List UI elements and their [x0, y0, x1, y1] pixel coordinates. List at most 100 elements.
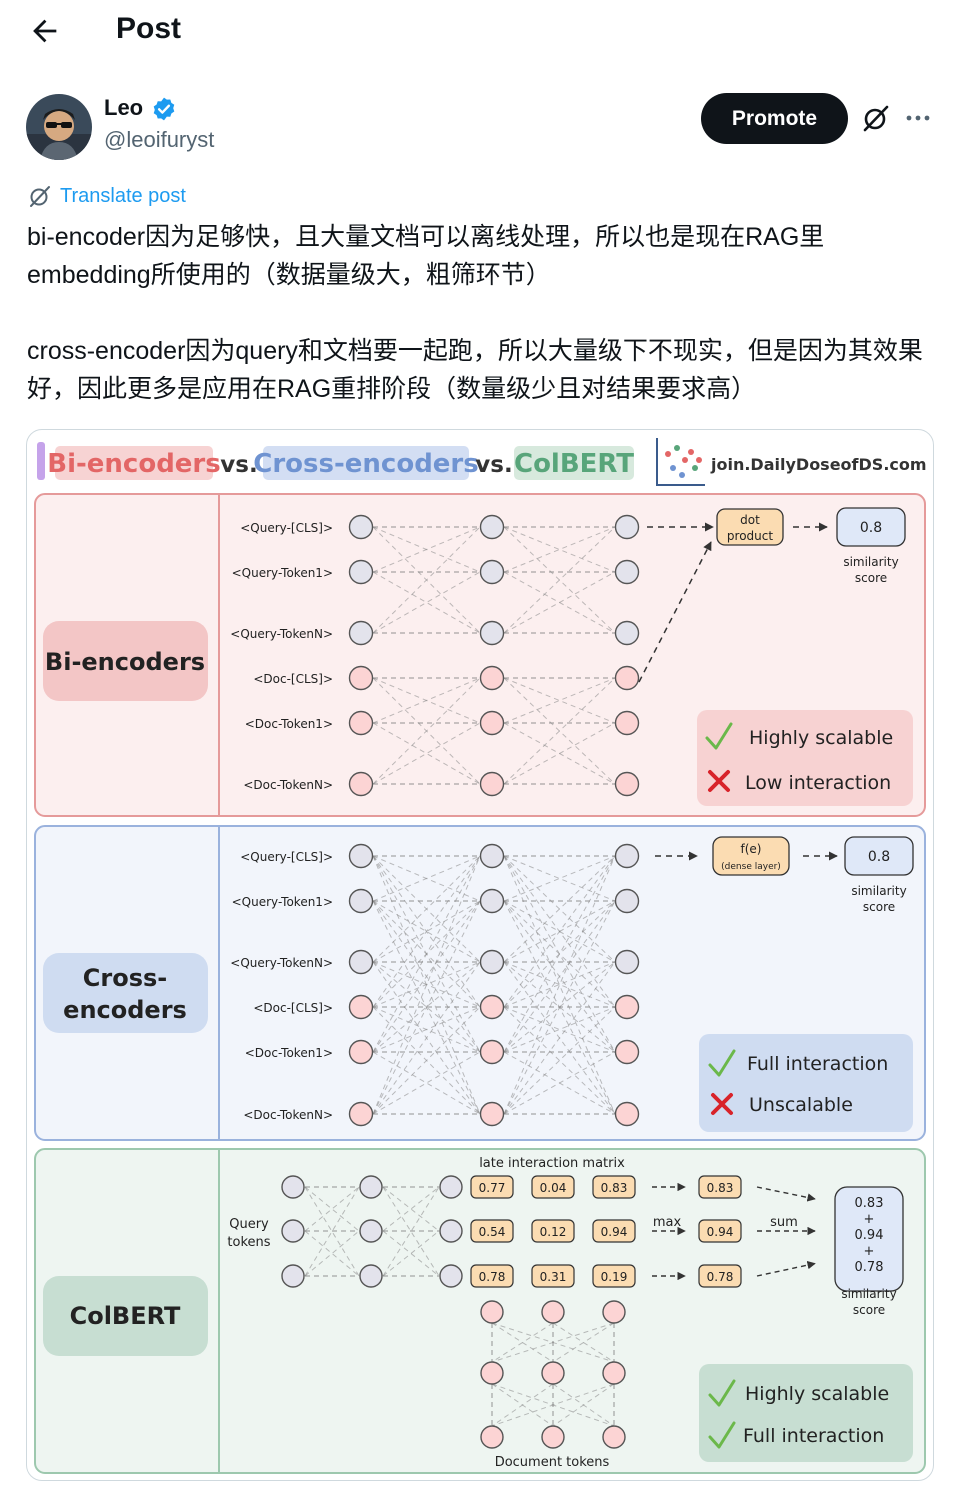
comparison-infographic: Bi-encoders vs. Cross-encoders vs. ColBE…	[27, 430, 933, 1480]
max-label: max	[653, 1215, 682, 1230]
title-vs-2: vs.	[475, 452, 512, 478]
avatar[interactable]	[26, 94, 92, 160]
author-handle[interactable]: @leoifuryst	[104, 127, 214, 153]
site-url: join.DailyDoseofDS.com	[710, 455, 927, 474]
token-node	[350, 622, 373, 645]
document-token-node	[481, 1426, 503, 1448]
token-node	[350, 516, 373, 539]
translate-post-link[interactable]: Translate post	[28, 184, 186, 208]
title-vs-1: vs.	[220, 452, 257, 478]
similarity-score-value: 0.8	[868, 849, 890, 865]
query-token-node	[440, 1220, 462, 1242]
document-token-node	[603, 1362, 625, 1384]
bi-token-label: <Doc-TokenN>	[243, 778, 333, 792]
cross-encoders-label-line1: Cross-	[83, 964, 167, 992]
query-tokens-label: tokens	[227, 1235, 270, 1250]
token-node	[481, 996, 504, 1019]
arrow-left-icon[interactable]	[28, 14, 62, 48]
translate-icon	[28, 184, 52, 208]
token-node	[481, 1103, 504, 1126]
max-cell-value: 0.94	[707, 1225, 734, 1239]
bi-token-label: <Query-Token1>	[232, 566, 333, 580]
author-name[interactable]: Leo	[104, 95, 143, 121]
document-token-node	[603, 1301, 625, 1323]
token-node	[616, 773, 639, 796]
document-token-node	[542, 1301, 564, 1323]
token-node	[481, 773, 504, 796]
cross-token-label: <Doc-Token1>	[245, 1046, 333, 1060]
token-node	[616, 996, 639, 1019]
bi-encoders-label: Bi-encoders	[45, 648, 205, 676]
sum-term: +	[864, 1244, 875, 1259]
query-token-node	[440, 1265, 462, 1287]
token-node	[616, 845, 639, 868]
token-node	[350, 773, 373, 796]
matrix-cell-value: 0.77	[479, 1181, 506, 1195]
sum-term: +	[864, 1212, 875, 1227]
title-accent-bar	[37, 442, 45, 480]
title-cross-encoders: Cross-encoders	[253, 449, 478, 479]
sum-term: 0.83	[855, 1196, 884, 1211]
max-cell-value: 0.83	[707, 1181, 734, 1195]
cross-token-label: <Doc-TokenN>	[243, 1108, 333, 1122]
matrix-cell-value: 0.78	[479, 1270, 506, 1284]
token-node	[616, 516, 639, 539]
token-node	[481, 1041, 504, 1064]
token-node	[350, 845, 373, 868]
token-node	[350, 1041, 373, 1064]
cross-token-label: <Query-TokenN>	[230, 956, 333, 970]
bi-token-label: <Doc-[CLS]>	[253, 672, 333, 686]
token-node	[350, 1103, 373, 1126]
colbert-pro-2: Full interaction	[743, 1425, 884, 1447]
translate-label: Translate post	[60, 185, 186, 208]
sum-term: 0.78	[855, 1260, 884, 1275]
verified-badge-icon	[151, 96, 177, 122]
title-colbert: ColBERT	[514, 449, 634, 479]
matrix-cell-value: 0.83	[601, 1181, 628, 1195]
query-tokens-label: Query	[229, 1217, 269, 1232]
matrix-cell-value: 0.31	[540, 1270, 567, 1284]
top-bar: Post	[0, 0, 962, 62]
title-bi-encoders: Bi-encoders	[47, 449, 220, 479]
document-token-node	[603, 1426, 625, 1448]
dense-layer-label: (dense layer)	[721, 862, 781, 872]
document-token-node	[542, 1426, 564, 1448]
query-token-node	[282, 1265, 304, 1287]
more-icon[interactable]	[904, 104, 932, 132]
bi-con: Low interaction	[745, 772, 891, 794]
matrix-cell-value: 0.12	[540, 1225, 567, 1239]
cross-encoders-label-line2: encoders	[63, 996, 187, 1024]
grok-icon[interactable]	[860, 102, 892, 134]
bi-token-label: <Doc-Token1>	[245, 717, 333, 731]
matrix-cell-value: 0.04	[540, 1181, 567, 1195]
sum-term: 0.94	[855, 1228, 884, 1243]
colbert-verdict-box	[699, 1364, 913, 1462]
post-image[interactable]: Bi-encoders vs. Cross-encoders vs. ColBE…	[26, 429, 934, 1481]
token-node	[481, 890, 504, 913]
token-node	[616, 561, 639, 584]
document-token-node	[542, 1362, 564, 1384]
scatter-logo-icon	[657, 438, 705, 485]
token-node	[616, 1041, 639, 1064]
matrix-cell-value: 0.19	[601, 1270, 628, 1284]
dense-layer-label: f(e)	[741, 842, 762, 856]
token-node	[481, 667, 504, 690]
max-cell-value: 0.78	[707, 1270, 734, 1284]
score-caption: similarity	[851, 884, 906, 898]
token-node	[616, 712, 639, 735]
token-node	[481, 845, 504, 868]
cross-verdict-box	[699, 1034, 913, 1132]
token-node	[350, 890, 373, 913]
cross-token-label: <Query-[CLS]>	[240, 850, 333, 864]
query-token-node	[440, 1176, 462, 1198]
document-token-node	[481, 1301, 503, 1323]
document-tokens-label: Document tokens	[495, 1455, 610, 1470]
colbert-label: ColBERT	[70, 1302, 181, 1330]
dot-product-label: product	[727, 529, 773, 543]
similarity-score-value: 0.8	[860, 520, 882, 536]
score-caption: similarity	[843, 555, 898, 569]
post-paragraph: bi-encoder因为足够快，且大量文档可以离线处理，所以也是现在RAG里em…	[27, 218, 932, 294]
promote-button[interactable]: Promote	[701, 93, 848, 144]
token-node	[481, 712, 504, 735]
token-node	[481, 951, 504, 974]
